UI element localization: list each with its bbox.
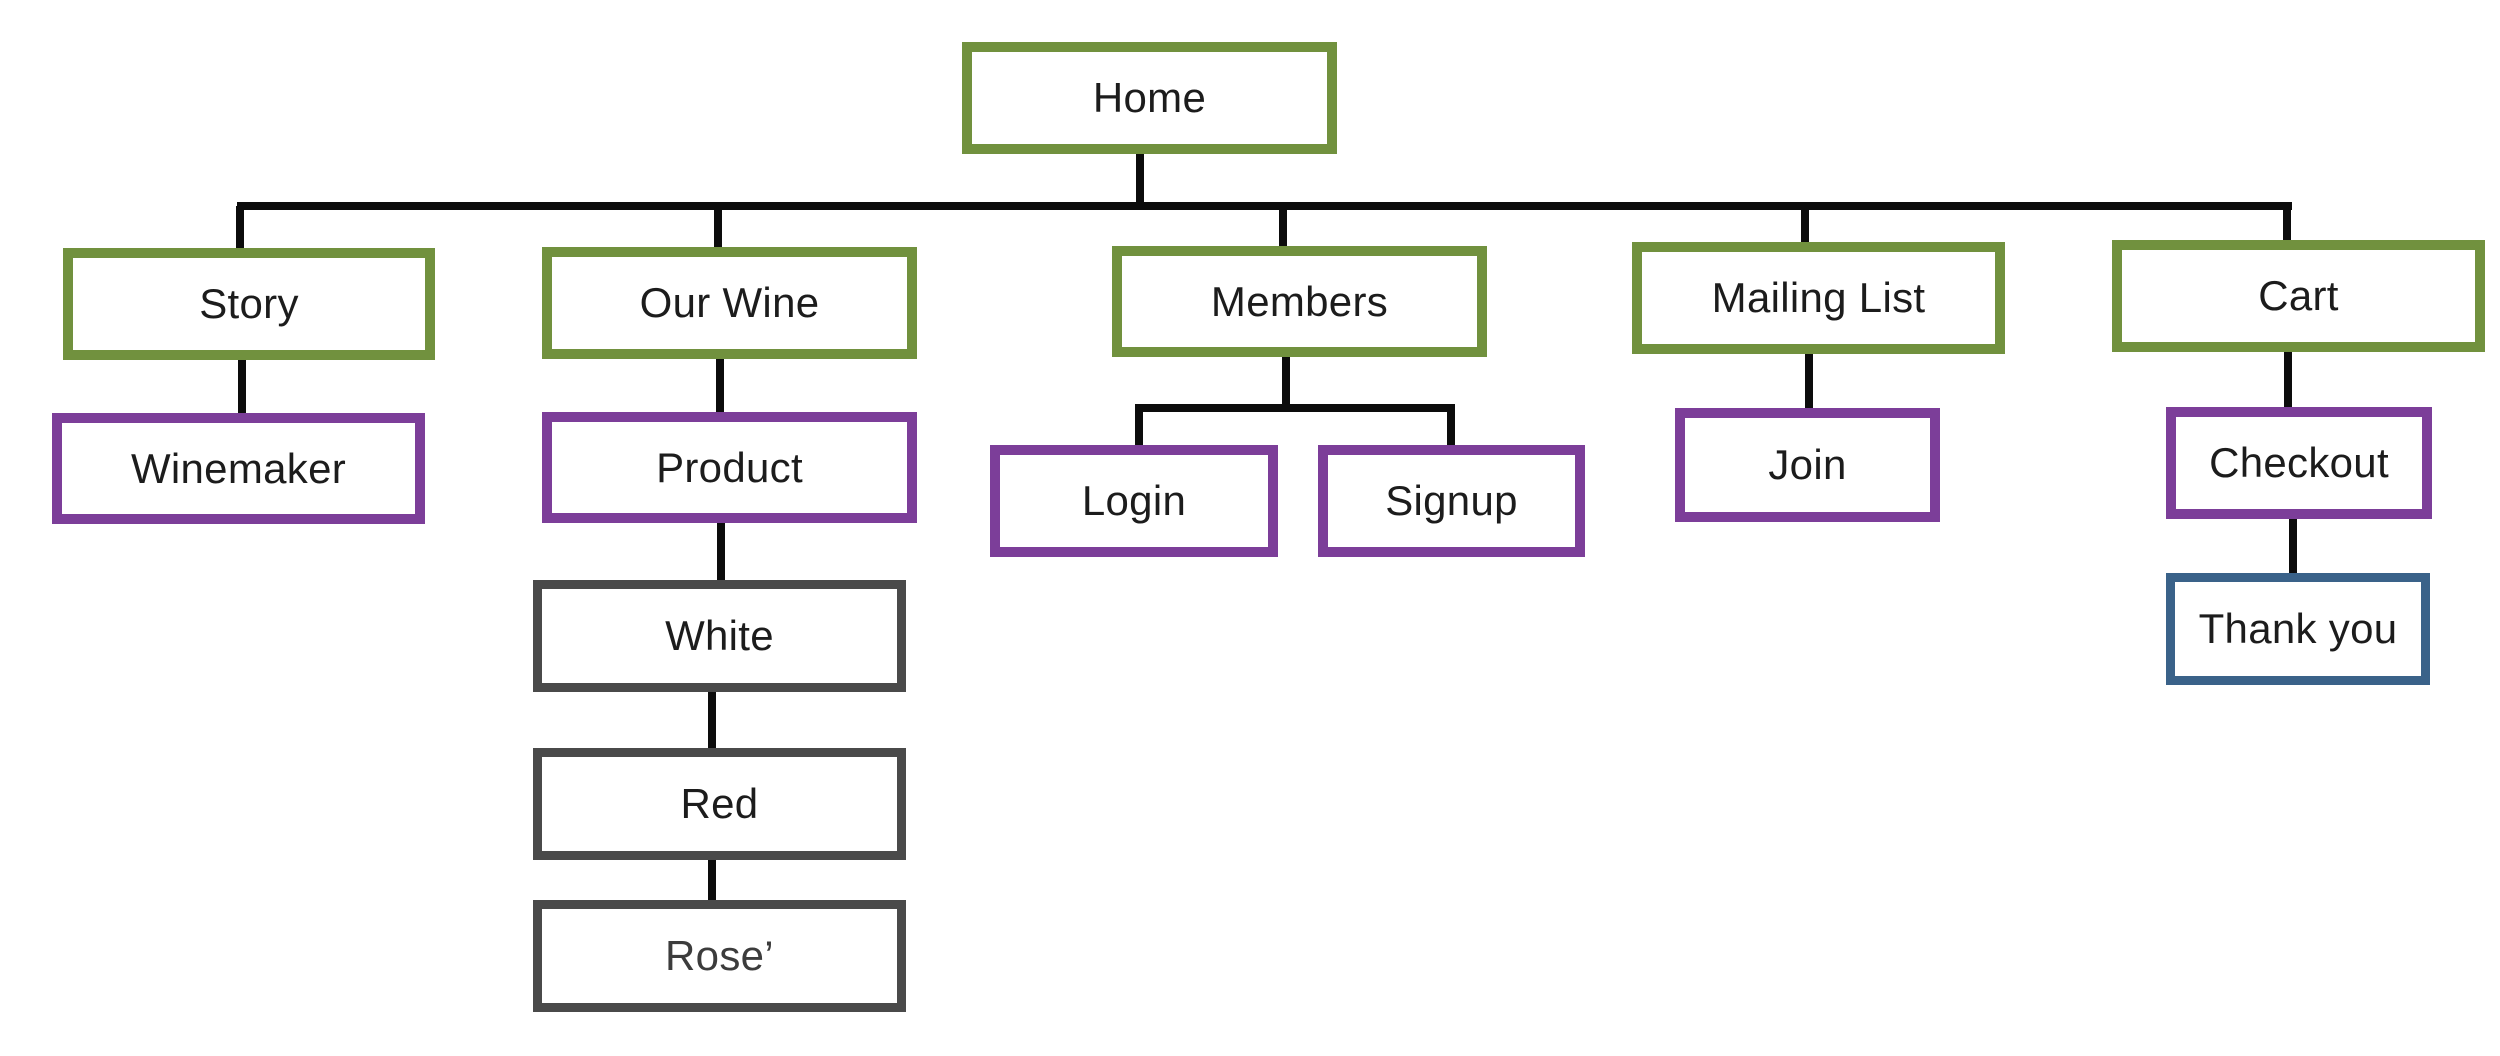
connector-main-trunk [237,202,2292,210]
connector-home-down [1136,152,1144,210]
node-product-label: Product [656,443,803,491]
node-our-wine-label: Our Wine [639,279,820,326]
node-signup: Signup [1318,445,1585,557]
node-cart-label: Cart [2258,272,2339,319]
node-product: Product [542,412,917,523]
node-story-label: Story [199,280,299,327]
connector-members-subtrunk [1135,404,1455,412]
node-cart: Cart [2112,240,2485,352]
node-members-label: Members [1210,277,1389,325]
node-members: Members [1112,246,1487,357]
connector-drop-story [236,206,244,250]
node-mailing-list-label: Mailing List [1711,274,1926,321]
connector-drop-members [1279,206,1287,248]
node-checkout-label: Checkout [2209,439,2389,486]
node-thank-you-label: Thank you [2198,605,2398,652]
connector-ourwine-product [716,356,724,414]
connector-drop-our-wine [714,206,722,250]
node-our-wine: Our Wine [542,247,917,359]
connector-drop-login [1135,408,1143,447]
node-rose-label: Rose’ [665,932,774,979]
node-signup-label: Signup [1385,477,1518,524]
node-login-label: Login [1081,477,1187,524]
node-red: Red [533,748,906,860]
connector-product-white [717,520,725,582]
connector-white-red [708,690,716,750]
node-home: Home [962,42,1337,154]
node-rose: Rose’ [533,900,906,1012]
node-thank-you: Thank you [2166,573,2430,685]
node-checkout: Checkout [2166,407,2432,519]
connector-mailing-join [1805,353,1813,410]
node-join-label: Join [1768,441,1847,488]
node-winemaker: Winemaker [52,413,425,524]
connector-red-rose [708,858,716,903]
connector-cart-checkout [2284,350,2292,409]
connector-checkout-thankyou [2289,517,2297,575]
connector-drop-cart [2283,204,2291,242]
node-mailing-list: Mailing List [1632,242,2005,354]
node-white-label: White [665,612,774,659]
node-white: White [533,580,906,692]
node-red-label: Red [680,780,759,827]
connector-members-down [1282,355,1290,410]
node-winemaker-label: Winemaker [130,444,347,492]
node-login: Login [990,445,1278,557]
node-story: Story [63,248,435,360]
connector-story-winemaker [238,358,246,415]
node-join: Join [1675,408,1940,522]
connector-drop-mailing-list [1801,206,1809,244]
connector-drop-signup [1447,410,1455,447]
node-home-label: Home [1092,74,1207,121]
